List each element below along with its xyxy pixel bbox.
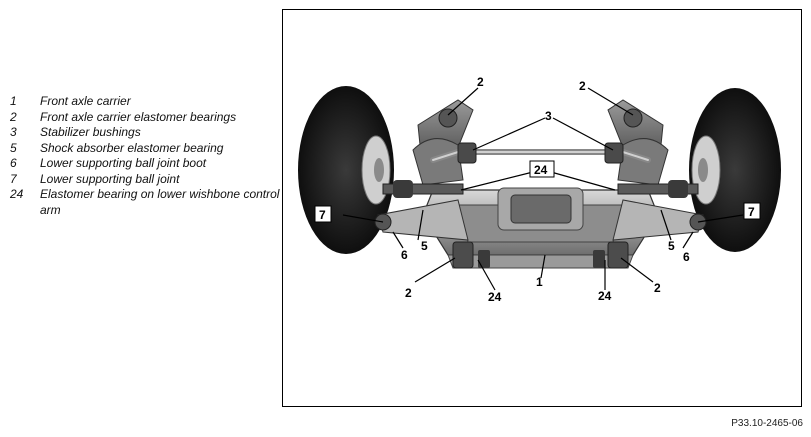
callout-2-top-left: 2 — [477, 75, 484, 89]
callout-6-right: 6 — [683, 250, 690, 264]
right-drive-shaft — [617, 180, 699, 198]
callout-7-right: 7 — [748, 205, 755, 219]
legend-number: 7 — [10, 171, 17, 186]
legend-label: Shock absorber elastomer bearing — [40, 140, 224, 155]
legend-item: 7 Lower supporting ball joint — [10, 172, 280, 188]
legend-label: Front axle carrier — [40, 94, 131, 108]
legend-item: 6 Lower supporting ball joint boot — [10, 156, 280, 172]
callout-3: 3 — [545, 109, 552, 123]
front-axle-illustration: 2 2 3 24 7 7 5 5 6 6 1 2 2 24 24 — [298, 75, 781, 304]
legend-number: 6 — [10, 156, 17, 170]
right-lower-wishbone — [612, 199, 707, 241]
callout-2-bottom-left: 2 — [405, 286, 412, 300]
left-suspension-strut — [412, 99, 474, 186]
legend-label: Elastomer bearing on lower wishbone cont… — [40, 187, 280, 217]
callout-24-bottom-left: 24 — [488, 290, 502, 304]
legend-item: 2 Front axle carrier elastomer bearings — [10, 110, 280, 126]
legend-item: 24 Elastomer bearing on lower wishbone c… — [10, 187, 280, 218]
legend-number: 3 — [10, 125, 17, 139]
right-suspension-strut — [607, 99, 669, 186]
left-lower-mount — [452, 241, 490, 269]
callouts: 2 2 3 24 7 7 5 5 6 6 1 2 2 24 24 — [314, 75, 761, 304]
callout-2-bottom-right: 2 — [654, 281, 661, 295]
legend-item: 1 Front axle carrier — [10, 94, 280, 110]
legend-list: 1 Front axle carrier 2 Front axle carrie… — [10, 94, 280, 218]
legend-label: Lower supporting ball joint — [40, 171, 180, 186]
callout-24-top: 24 — [534, 163, 548, 177]
callout-2-top-right: 2 — [579, 79, 586, 93]
right-lower-mount — [593, 241, 629, 269]
legend-label: Lower supporting ball joint boot — [40, 156, 207, 170]
legend-number: 5 — [10, 140, 17, 155]
legend-item: 3 Stabilizer bushings — [10, 125, 280, 141]
callout-7-left: 7 — [319, 208, 326, 222]
callout-5-left: 5 — [421, 239, 428, 253]
callout-6-left: 6 — [401, 248, 408, 262]
callout-7-left-box — [314, 205, 332, 223]
leader-lines — [342, 87, 744, 291]
stabilizer-bar — [430, 142, 651, 164]
figure-id: P33.10-2465-06 — [731, 418, 803, 429]
callout-24-top-box — [529, 160, 555, 178]
callout-1: 1 — [536, 275, 543, 289]
legend-number: 1 — [10, 94, 17, 108]
figure-frame: 2 2 3 24 7 7 5 5 6 6 1 2 2 24 24 — [282, 9, 802, 407]
legend-label: Stabilizer bushings — [40, 125, 141, 139]
legend-number: 24 — [10, 187, 24, 201]
callout-7-right-box — [743, 202, 761, 220]
callout-24-bottom-right: 24 — [598, 289, 612, 303]
front-axle-carrier — [422, 187, 659, 269]
legend-label: Front axle carrier elastomer bearings — [40, 109, 237, 124]
legend-item: 5 Shock absorber elastomer bearing — [10, 141, 280, 157]
callout-5-right: 5 — [668, 239, 675, 253]
legend-number: 2 — [10, 109, 17, 124]
